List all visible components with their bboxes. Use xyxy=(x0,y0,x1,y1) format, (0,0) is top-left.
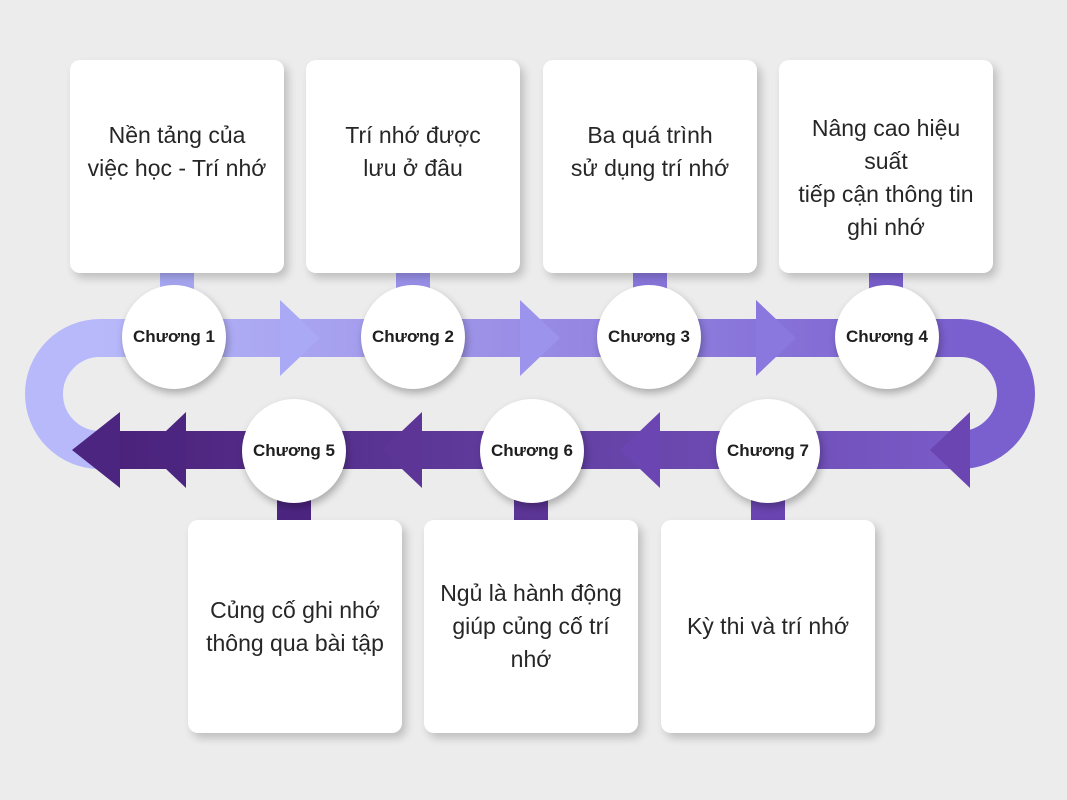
topic-card-chapter-6: Ngủ là hành động giúp củng cố trí nhớ xyxy=(424,520,638,733)
chapter-node-7: Chương 7 xyxy=(716,399,820,503)
topic-card-chapter-2: Trí nhớ được lưu ở đâu xyxy=(306,60,520,273)
topic-card-chapter-5: Củng cố ghi nhớ thông qua bài tập xyxy=(188,520,402,733)
left-loop xyxy=(25,319,101,469)
flow-arrowhead xyxy=(280,300,320,376)
right-loop xyxy=(959,319,1035,469)
chapter-node-5: Chương 5 xyxy=(242,399,346,503)
chapter-node-6: Chương 6 xyxy=(480,399,584,503)
chapter-node-1: Chương 1 xyxy=(122,285,226,389)
flow-arrowhead xyxy=(382,412,422,488)
topic-line: sử dụng trí nhớ xyxy=(570,155,730,181)
topic-card-chapter-4: Nâng cao hiệu suất tiếp cận thông tin gh… xyxy=(779,60,993,273)
topic-line: Củng cố ghi nhớ xyxy=(210,596,380,623)
topic-line: Trí nhớ được xyxy=(345,122,481,148)
flow-arrowhead xyxy=(756,300,796,376)
topic-card-chapter-3: Ba quá trình sử dụng trí nhớ xyxy=(543,60,757,273)
topic-line: thông qua bài tập xyxy=(206,629,384,656)
flow-arrowhead xyxy=(520,300,560,376)
topic-line: lưu ở đâu xyxy=(363,155,463,181)
flow-arrowhead xyxy=(930,412,970,488)
topic-line: giúp củng cố trí nhớ xyxy=(452,613,610,672)
topic-line: Nền tảng của xyxy=(108,122,246,148)
topic-line: Kỳ thi và trí nhớ xyxy=(686,613,850,639)
topic-line: tiếp cận thông tin xyxy=(798,181,974,207)
topic-card-chapter-7: Kỳ thi và trí nhớ xyxy=(661,520,875,733)
flow-end-arrowhead xyxy=(72,412,120,488)
chapter-node-4: Chương 4 xyxy=(835,285,939,389)
topic-line: Ngủ là hành động xyxy=(440,580,622,606)
topic-line: việc học - Trí nhớ xyxy=(87,155,267,181)
flow-arrowhead xyxy=(620,412,660,488)
topic-line: ghi nhớ xyxy=(847,214,925,240)
flow-arrowhead xyxy=(146,412,186,488)
chapter-node-3: Chương 3 xyxy=(597,285,701,389)
topic-line: Ba quá trình xyxy=(587,122,713,148)
chapter-node-2: Chương 2 xyxy=(361,285,465,389)
topic-line: Nâng cao hiệu suất xyxy=(811,115,961,174)
topic-card-chapter-1: Nền tảng của việc học - Trí nhớ xyxy=(70,60,284,273)
